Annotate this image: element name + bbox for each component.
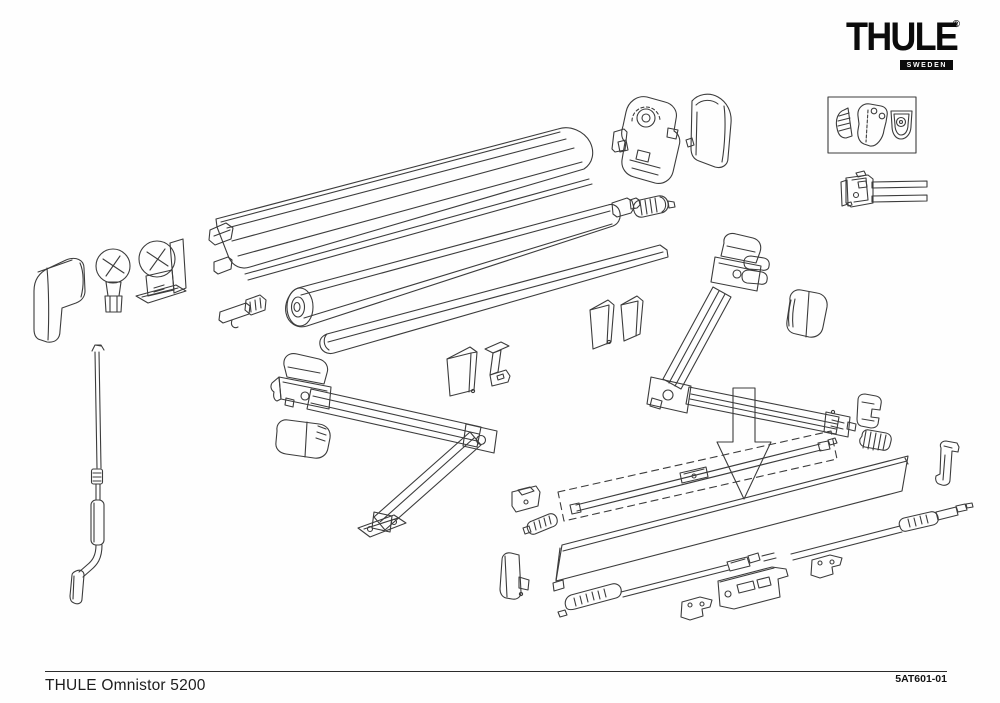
footer-rule bbox=[45, 671, 947, 672]
left-arm-foot bbox=[357, 514, 407, 538]
logo-country-badge: SWEDEN bbox=[899, 60, 953, 70]
arm-cover-left bbox=[275, 419, 331, 459]
fabric-guard-plate-a bbox=[589, 299, 615, 350]
panel-end-cap bbox=[499, 552, 530, 600]
coupling-cylinder bbox=[632, 195, 676, 218]
wall-bracket-right bbox=[935, 440, 960, 486]
registered-trademark: ® bbox=[952, 19, 960, 30]
logo-brand-text: THULE bbox=[846, 15, 959, 59]
end-cover-shell-right bbox=[685, 93, 732, 169]
tension-rafter bbox=[569, 437, 838, 515]
glide-bracket bbox=[717, 566, 789, 610]
product-title: THULE Omnistor 5200 bbox=[45, 677, 206, 694]
end-cover-cap-left bbox=[33, 257, 86, 343]
fabric-plate bbox=[446, 346, 478, 397]
ribbed-adapter bbox=[859, 429, 892, 451]
clamp-small bbox=[856, 393, 882, 429]
cap-icon bbox=[890, 110, 913, 140]
support-rod-right bbox=[790, 502, 974, 561]
gear-knob bbox=[95, 248, 131, 313]
roller-spigot bbox=[218, 294, 267, 329]
featured-parts-box bbox=[827, 96, 917, 154]
support-rod-left bbox=[557, 552, 777, 618]
screw-icon bbox=[835, 107, 853, 139]
awning-case-profile bbox=[208, 127, 594, 281]
document-number: 5AT601-01 bbox=[895, 673, 947, 685]
c-bracket bbox=[484, 341, 511, 387]
red-arrow bbox=[716, 387, 772, 500]
left-spring-arm bbox=[270, 353, 498, 533]
clamp-foot bbox=[511, 485, 541, 513]
right-spring-arm bbox=[646, 232, 857, 438]
crank-handle bbox=[69, 344, 105, 605]
dashed-selection-box bbox=[557, 430, 838, 522]
slider-clamp-a bbox=[680, 596, 713, 621]
arm-cover-right bbox=[786, 289, 828, 338]
fabric-guard-plate-b bbox=[620, 295, 644, 342]
front-lead-rail-panel bbox=[552, 455, 909, 592]
motor-gear-unit bbox=[611, 96, 681, 184]
thule-logo: THULE ® SWEDEN bbox=[846, 15, 964, 70]
ribbed-coupler bbox=[522, 513, 558, 535]
mounting-bracket-left bbox=[135, 238, 187, 304]
bracket-plate-icon bbox=[857, 103, 888, 147]
roller-tube bbox=[285, 197, 641, 328]
roller-carrier bbox=[840, 170, 928, 208]
slider-clamp-b bbox=[810, 554, 843, 579]
front-flap-strip bbox=[319, 244, 669, 355]
